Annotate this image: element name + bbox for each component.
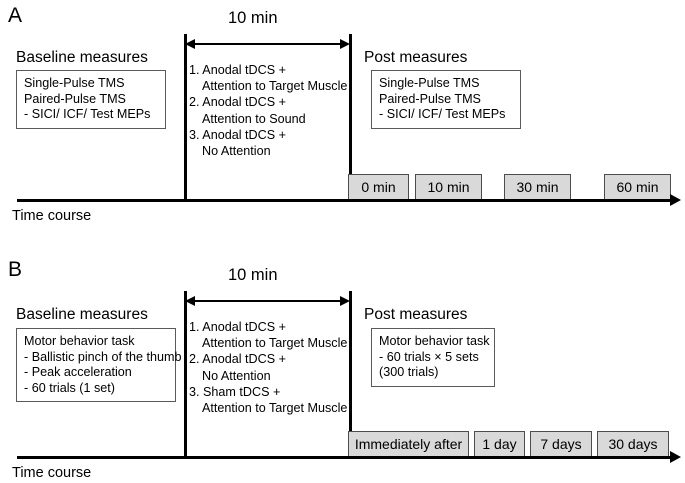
panel-b-duration-line — [193, 300, 341, 302]
panel-b-duration-arrow-left — [185, 296, 195, 306]
panel-a-timepoint-4: 60 min — [604, 174, 671, 200]
panel-a-axis-label: Time course — [12, 208, 92, 224]
panel-b-timepoint-3: 7 days — [530, 431, 592, 457]
panel-b-condition-1-main: 1. Anodal tDCS + — [189, 320, 286, 334]
panel-b-duration-label: 10 min — [228, 266, 278, 284]
panel-b-condition-3-sub: Attention to Target Muscle — [202, 401, 348, 416]
panel-b-time-axis-arrow — [670, 451, 681, 463]
panel-b-divider-end — [349, 291, 352, 458]
panel-b-baseline-box: Motor behavior task - Ballistic pinch of… — [16, 328, 182, 402]
panel-a-baseline-line-1: Single-Pulse TMS — [24, 76, 125, 90]
panel-a-baseline-line-3: - SICI/ ICF/ Test MEPs — [24, 107, 151, 121]
panel-a-duration-arrow-left — [185, 39, 195, 49]
panel-b-post-line-3: (300 trials) — [379, 365, 439, 379]
panel-a-condition-1-sub: Attention to Target Muscle — [202, 79, 348, 94]
panel-a-duration-line — [193, 43, 341, 45]
panel-b-timepoint-4: 30 days — [597, 431, 669, 457]
panel-a: A 10 min Baseline measures Single-Pulse … — [0, 0, 685, 241]
panel-a-post-line-3: - SICI/ ICF/ Test MEPs — [379, 107, 506, 121]
panel-a-post-line-1: Single-Pulse TMS — [379, 76, 480, 90]
panel-a-duration-arrow-right — [340, 39, 350, 49]
panel-a-baseline-title: Baseline measures — [16, 49, 148, 66]
panel-a-condition-3-sub: No Attention — [202, 144, 271, 159]
panel-b-post-title: Post measures — [364, 306, 468, 323]
panel-b-condition-1-sub: Attention to Target Muscle — [202, 336, 348, 351]
panel-a-post-box: Single-Pulse TMS Paired-Pulse TMS - SICI… — [371, 70, 521, 129]
panel-b-post-box: Motor behavior task - 60 trials × 5 sets… — [371, 328, 495, 387]
panel-b-axis-label: Time course — [12, 465, 92, 481]
panel-b-condition-3-main: 3. Sham tDCS + — [189, 384, 281, 399]
panel-a-divider-start — [184, 34, 187, 201]
panel-a-condition-2: 2. Anodal tDCS + Attention to Sound — [189, 94, 347, 126]
panel-b: B 10 min Baseline measures Motor behavio… — [0, 242, 685, 483]
panel-b-baseline-title: Baseline measures — [16, 306, 148, 323]
panel-b-duration-arrow-right — [340, 296, 350, 306]
panel-a-time-axis-arrow — [670, 194, 681, 206]
panel-a-timepoint-2: 10 min — [415, 174, 482, 200]
panel-a-duration-label: 10 min — [228, 9, 278, 27]
panel-a-condition-2-sub: Attention to Sound — [202, 111, 306, 126]
panel-a-condition-1: 1. Anodal tDCS + Attention to Target Mus… — [189, 62, 347, 94]
panel-a-post-title: Post measures — [364, 49, 468, 66]
panel-b-baseline-line-1: Motor behavior task — [24, 334, 135, 348]
panel-b-time-axis — [17, 456, 672, 459]
panel-a-timepoint-3: 30 min — [504, 174, 571, 200]
panel-b-baseline-line-2: - Ballistic pinch of the thumb — [24, 349, 182, 364]
panel-a-condition-3: 3. Anodal tDCS + No Attention — [189, 127, 347, 159]
panel-a-baseline-line-2: Paired-Pulse TMS — [24, 91, 126, 106]
panel-b-post-line-2: - 60 trials × 5 sets — [379, 349, 479, 364]
panel-a-baseline-box: Single-Pulse TMS Paired-Pulse TMS - SICI… — [16, 70, 166, 129]
panel-b-timepoint-2: 1 day — [474, 431, 525, 457]
panel-b-post-line-1: Motor behavior task — [379, 334, 490, 348]
panel-b-baseline-line-3: - Peak acceleration — [24, 365, 132, 379]
panel-a-condition-2-main: 2. Anodal tDCS + — [189, 95, 286, 110]
panel-a-condition-1-main: 1. Anodal tDCS + — [189, 63, 286, 77]
panel-b-condition-2-sub: No Attention — [202, 368, 271, 383]
panel-b-condition-list: 1. Anodal tDCS + Attention to Target Mus… — [189, 319, 347, 416]
panel-b-divider-start — [184, 291, 187, 458]
panel-b-timepoint-1: Immediately after — [348, 431, 469, 457]
panel-b-condition-3: 3. Sham tDCS + Attention to Target Muscl… — [189, 384, 347, 416]
panel-a-time-axis — [17, 199, 672, 202]
panel-a-post-line-2: Paired-Pulse TMS — [379, 91, 481, 106]
panel-b-letter: B — [8, 258, 23, 281]
panel-b-condition-2-main: 2. Anodal tDCS + — [189, 352, 286, 367]
panel-b-condition-1: 1. Anodal tDCS + Attention to Target Mus… — [189, 319, 347, 351]
panel-a-letter: A — [8, 4, 23, 27]
panel-a-divider-end — [349, 34, 352, 201]
panel-a-timepoint-1: 0 min — [348, 174, 409, 200]
panel-a-condition-3-main: 3. Anodal tDCS + — [189, 127, 286, 142]
panel-b-condition-2: 2. Anodal tDCS + No Attention — [189, 351, 347, 383]
panel-a-condition-list: 1. Anodal tDCS + Attention to Target Mus… — [189, 62, 347, 159]
panel-b-baseline-line-4: - 60 trials (1 set) — [24, 380, 115, 395]
